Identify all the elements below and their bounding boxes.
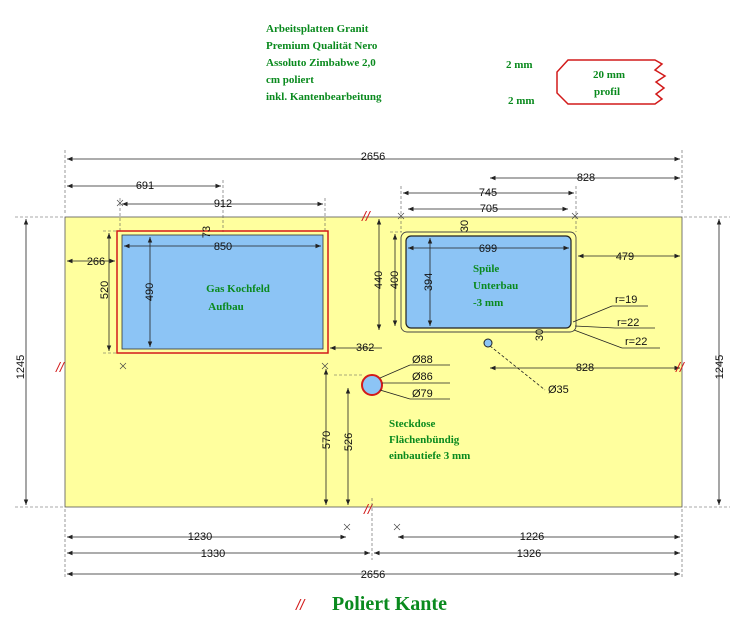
spec-line-5: inkl. Kantenbearbeitung [266,91,382,103]
dim-266-label: 266 [87,256,105,268]
dim-2656-top: 2656 [361,151,385,163]
edge-profile: 2 mm 2 mm 20 mm profil [506,59,667,107]
dim-850: 850 [214,241,232,253]
dim-440: 440 [373,271,385,289]
dim-362-label: 362 [356,342,374,354]
profile-bottom-thickness: 2 mm [508,95,535,107]
socket-label-3: einbautiefe 3 mm [389,450,470,462]
dim-73: 73 [201,226,213,238]
legend: // Poliert Kante [295,593,447,615]
dim-479: 479 [578,251,680,263]
dim-479-label: 479 [616,251,634,263]
dim-912: 912 [214,198,232,210]
dim-570: 570 [321,431,333,449]
tap-hole: Ø35 828 [483,338,680,396]
dim-691: 691 [136,180,154,192]
socket-88: Ø88 [412,354,433,366]
dim-394: 394 [423,273,435,291]
socket-86: Ø86 [412,371,433,383]
dim-1245-left: 1245 [15,355,27,379]
dim-height: 1245 1245 [15,216,730,508]
dim-828-top: 828 [577,172,595,184]
sink: 699 394 Spüle Unterbau -3 mm 30 [400,231,577,341]
radius-22b: r=22 [625,336,647,348]
dim-bottom: 1230 1226 1330 1326 2656 [64,498,683,581]
cooktop-label-1: Gas Kochfeld [206,283,270,295]
dim-total-top: 2656 [64,150,683,215]
socket-circle [361,374,383,396]
sink-label-2: Unterbau [473,280,518,292]
sink-label-1: Spüle [473,263,499,275]
radius-22a: r=22 [617,317,639,329]
spec-line-3: Assoluto Zimbabwe 2,0 [266,57,376,69]
dim-1245-right: 1245 [714,355,726,379]
profile-shape [556,59,667,105]
dim-30-top: 30 [459,220,471,232]
dim-490: 490 [144,283,156,301]
reference-crosses [116,199,579,531]
dim-1226: 1226 [520,531,544,543]
sink-cutout [405,235,572,329]
header-spec-text: Arbeitsplatten Granit Premium Qualität N… [266,23,382,103]
dim-440-400: 440 400 [373,219,402,330]
sink-outer-outline [400,231,577,333]
spec-line-2: Premium Qualität Nero [266,40,378,52]
profile-label-1: 20 mm [593,69,625,81]
sink-label-3: -3 mm [473,297,503,309]
dim-520: 520 [99,230,118,354]
dim-705: 705 [480,203,498,215]
dim-362: 362 [330,342,382,354]
socket: Ø88 Ø86 Ø79 Steckdose Flächenbündig einb… [361,354,470,462]
cooktop-outline [116,230,329,354]
legend-text: Poliert Kante [332,593,447,615]
dim-2656-bottom: 2656 [361,569,385,581]
socket-label-1: Steckdose [389,418,436,430]
radius-19: r=19 [615,294,637,306]
edge-mark-left: // [55,359,66,375]
dim-cooktop-offsets: 691 912 [67,180,326,232]
dim-sink-top: 745 705 828 30 [400,172,680,232]
dim-400: 400 [389,271,401,289]
radius-callouts: r=19 r=22 r=22 [572,294,660,349]
spec-line-4: cm poliert [266,74,314,86]
dim-745: 745 [479,187,497,199]
cooktop-label-2: Aufbau [208,301,243,313]
edge-mark-top: // [361,208,372,224]
dim-520-label: 520 [99,281,111,299]
dim-1230: 1230 [188,531,212,543]
socket-label-2: Flächenbündig [389,434,460,446]
spec-line-1: Arbeitsplatten Granit [266,23,369,35]
dim-526: 526 [343,433,355,451]
edge-mark-right: // [675,359,686,375]
dim-570-526: 570 526 [321,369,362,505]
cooktop: 850 73 490 Gas Kochfeld Aufbau [116,226,329,354]
dim-1330: 1330 [201,548,225,560]
dim-30-bottom: 30 [534,329,546,341]
edge-mark-bottom: // [363,501,374,517]
dim-828-mid: 828 [576,362,594,374]
cooktop-cutout [121,234,324,350]
legend-marker: // [295,597,306,614]
dim-1326: 1326 [517,548,541,560]
tap-hole-label: Ø35 [548,384,569,396]
socket-79: Ø79 [412,388,433,400]
profile-top-thickness: 2 mm [506,59,533,71]
profile-label-2: profil [594,86,620,98]
dim-699: 699 [479,243,497,255]
